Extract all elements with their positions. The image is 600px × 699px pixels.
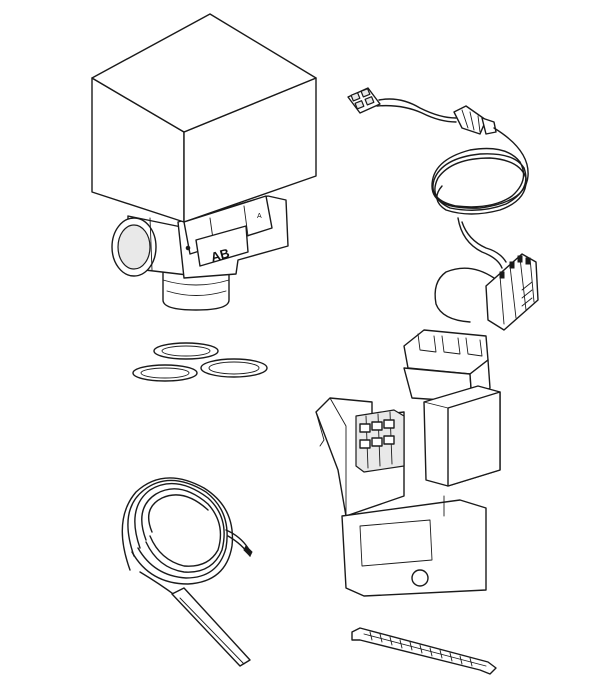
wiring-harness [347,87,539,331]
valve-port-label-a: A [257,213,262,220]
connector-strip [351,627,497,675]
actuator-valve-body: AB A [91,13,317,311]
control-module [315,329,501,597]
valve-label-ab: AB [209,245,231,264]
sensor-capillary [121,477,253,667]
sealing-washers [132,342,268,382]
